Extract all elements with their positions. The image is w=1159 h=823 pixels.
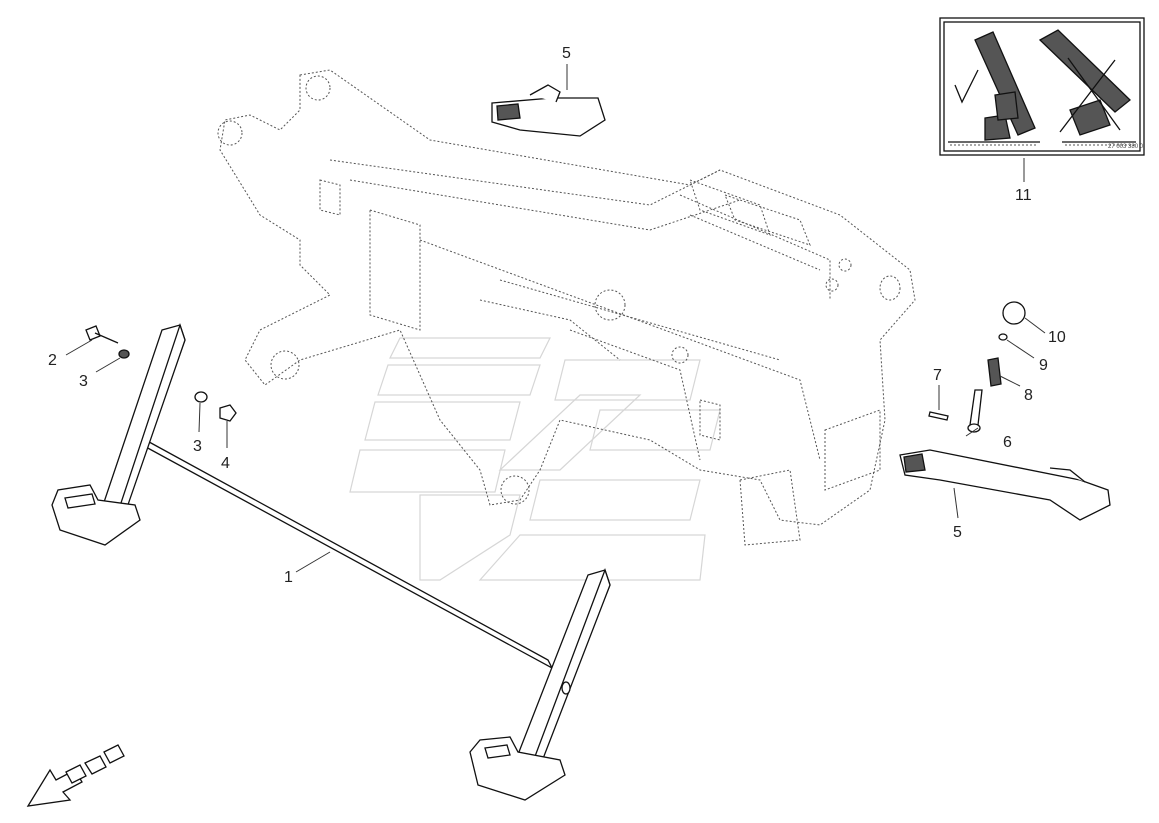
callout-3-right: 3	[193, 438, 202, 455]
pin	[967, 389, 983, 433]
sticker-code: 27 003 380 0	[1108, 144, 1144, 150]
cap	[1002, 301, 1026, 325]
callout-11: 11	[1015, 187, 1032, 204]
washer	[118, 349, 208, 403]
small-pin	[928, 411, 949, 421]
support-stand	[51, 322, 611, 801]
spring	[987, 357, 1002, 387]
bracket-top	[491, 84, 606, 137]
callout-8: 8	[1024, 387, 1033, 404]
callout-3-left: 3	[79, 373, 88, 390]
small-plug	[998, 333, 1008, 341]
callout-5-right: 5	[953, 524, 962, 541]
checkmark-icon	[954, 69, 979, 104]
arrow-down-left-icon	[26, 744, 125, 807]
callout-4: 4	[221, 455, 230, 472]
warning-sticker: 27 003 380 0	[939, 17, 1145, 156]
callout-10: 10	[1048, 329, 1066, 346]
callout-labels: 1 2 3 3 4 5 5 6 7 8 9 10 11	[48, 45, 1066, 586]
nut	[219, 404, 237, 422]
callout-2: 2	[48, 352, 57, 369]
cross-out-icon	[1059, 57, 1121, 133]
bracket-right	[899, 449, 1111, 521]
bolt	[85, 325, 119, 344]
callout-1: 1	[284, 569, 293, 586]
chassis-frame-ghost	[217, 69, 916, 546]
leader-lines	[65, 64, 1046, 573]
callout-7: 7	[933, 367, 942, 384]
callout-6: 6	[1003, 434, 1012, 451]
callout-9: 9	[1039, 357, 1048, 374]
watermark-logo	[349, 337, 721, 581]
callout-5-top: 5	[562, 45, 571, 62]
